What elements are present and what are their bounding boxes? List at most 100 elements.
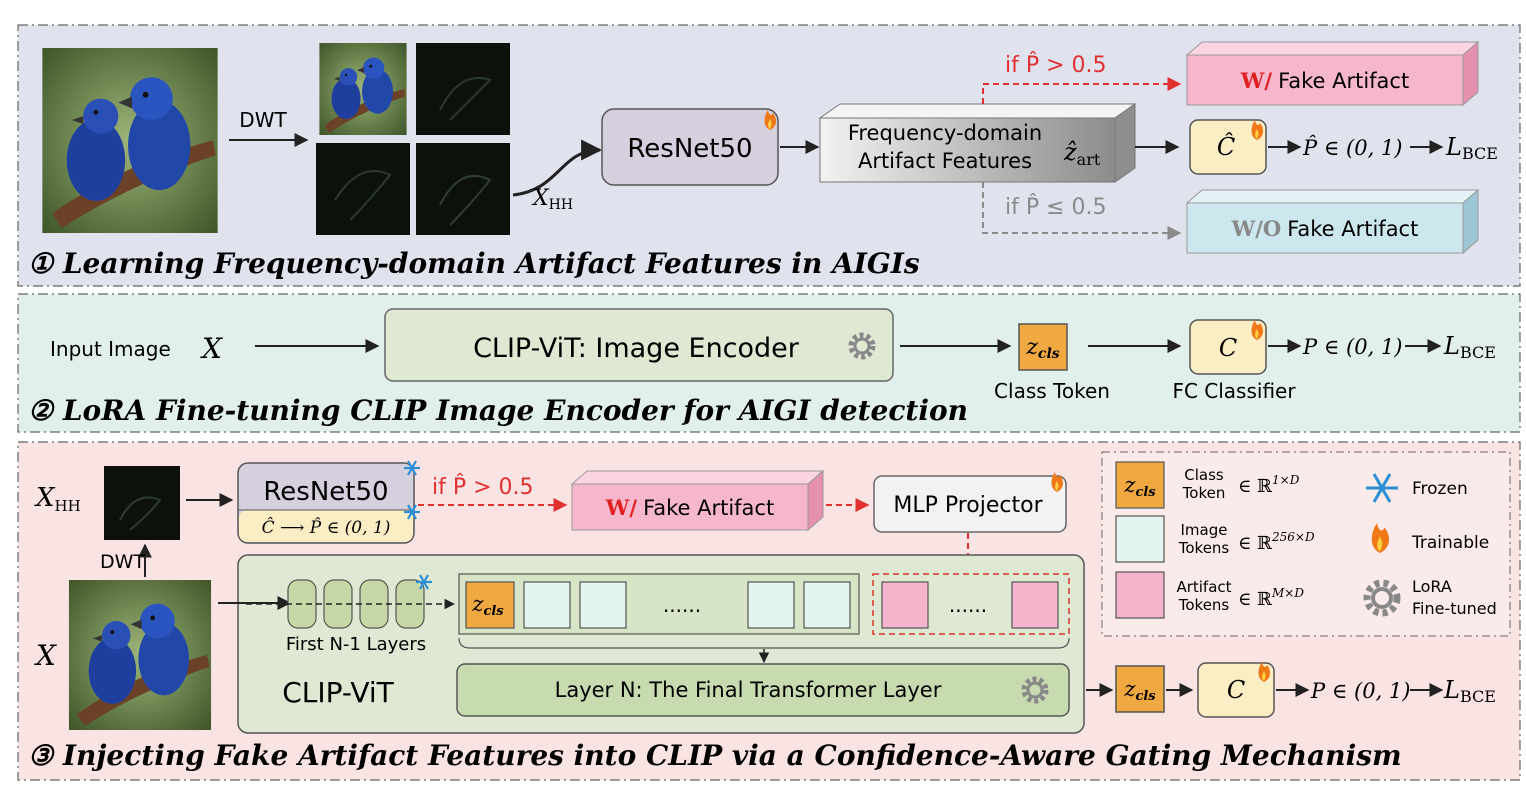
legend-lora-line1: LoRA <box>1412 577 1452 596</box>
image-token-box <box>579 581 627 629</box>
snowflake-icon <box>416 574 432 590</box>
legend-cls-symbol: zcls <box>1123 473 1156 500</box>
resnet50-label: ResNet50 <box>627 134 752 164</box>
bce-loss: LBCE <box>1445 133 1498 163</box>
fire-icon <box>1258 662 1271 682</box>
artifact-token-ellipsis: ...... <box>949 593 987 617</box>
snowflake-icon <box>1366 473 1398 503</box>
legend-image-line2: Tokens <box>1178 539 1230 557</box>
cls-token-box <box>465 581 515 629</box>
with-fake-label: W/Fake Artifact <box>1240 68 1409 93</box>
xhh-arrow <box>512 139 603 197</box>
image-token-box <box>523 581 571 629</box>
dwt-label: DWT <box>100 551 145 573</box>
features-line1: Frequency-domain <box>848 121 1042 145</box>
legend-image-swatch <box>1115 515 1165 563</box>
legend-artifact-line2: Tokens <box>1178 596 1230 614</box>
legend-artifact-line1: Artifact <box>1176 578 1231 596</box>
layer-n-label: Layer N: The Final Transformer Layer <box>555 678 942 702</box>
with-fake-artifact-box <box>570 469 825 532</box>
cls-token-symbol: zcls <box>1025 335 1059 362</box>
layer-n-box <box>456 663 1070 717</box>
subband-lh-image <box>416 43 510 135</box>
fire-icon <box>1371 523 1390 553</box>
low-confidence-arrow <box>982 182 1182 240</box>
subband-hl-image <box>316 143 410 235</box>
fire-icon <box>1251 320 1264 340</box>
resnet50-box <box>601 108 779 186</box>
fire-icon <box>1251 120 1264 140</box>
image-token-box <box>747 581 795 629</box>
cls-token-box <box>1018 323 1068 371</box>
subband-hh-image <box>416 143 510 235</box>
classifier-c: C <box>1227 676 1245 704</box>
bce-loss: LBCE <box>1443 676 1496 706</box>
snowflake-icon <box>404 504 420 520</box>
high-confidence-arrow <box>982 77 1182 104</box>
legend-image-dim: ∈ ℝ256×D <box>1238 530 1315 554</box>
input-bird-image <box>69 580 211 730</box>
gear-icon <box>1021 676 1049 704</box>
features-line2: Artifact Features <box>858 149 1032 173</box>
classifier-c: C <box>1219 334 1237 362</box>
cls-output-symbol: zcls <box>1123 677 1156 704</box>
xhh-label: XHH <box>34 483 81 515</box>
x-input-var: X <box>34 639 57 672</box>
clip-encoder-box <box>384 308 894 382</box>
panel-1-title: ① Learning Frequency-domain Artifact Fea… <box>28 247 920 280</box>
clip-encoder-label: CLIP-ViT: Image Encoder <box>473 333 800 364</box>
with-fake-artifact-box <box>1185 40 1480 107</box>
input-bird-image <box>42 48 217 233</box>
fire-icon <box>1051 472 1064 492</box>
resnet50-sub-label: Ĉ ⟶ P̂ ∈ (0, 1) <box>262 517 391 538</box>
panel-2-title: ② LoRA Fine-tuning CLIP Image Encoder fo… <box>28 394 968 427</box>
legend-artifact-swatch <box>1115 571 1165 619</box>
if-high-label: if P̂ > 0.5 <box>432 474 534 500</box>
xhh-label: XHH <box>531 186 573 213</box>
legend-artifact-dim: ∈ ℝM×D <box>1238 586 1304 610</box>
legend-trainable-label: Trainable <box>1411 533 1489 553</box>
without-fake-artifact-box <box>1185 188 1480 255</box>
if-low-label: if P̂ ≤ 0.5 <box>1005 194 1107 220</box>
mlp-projector-box <box>873 475 1067 533</box>
p-output: P ∈ (0, 1) <box>1310 679 1410 703</box>
mlp-projector-label: MLP Projector <box>893 493 1043 518</box>
fire-icon <box>764 110 777 130</box>
subband-ll-image <box>319 43 406 135</box>
z-art-symbol: ẑart <box>1063 138 1101 169</box>
legend-frozen-label: Frozen <box>1412 479 1468 499</box>
panel-3-title: ③ Injecting Fake Artifact Features into … <box>28 739 1402 772</box>
input-x-var: X <box>200 332 223 365</box>
artifact-tokens-group <box>872 573 1070 635</box>
class-token-label: Class Token <box>994 379 1110 403</box>
if-high-label: if P̂ > 0.5 <box>1005 52 1107 78</box>
dwt-label: DWT <box>239 108 287 132</box>
token-brace <box>458 637 1070 649</box>
first-layers-label: First N-1 Layers <box>286 634 426 655</box>
with-fake-label: W/Fake Artifact <box>605 495 774 520</box>
legend-cls-swatch <box>1115 461 1165 509</box>
fc-classifier-label: FC Classifier <box>1172 379 1296 403</box>
snowflake-icon <box>404 460 420 476</box>
classifier-c-hat: Ĉ <box>1217 132 1235 161</box>
input-image-label: Input Image <box>50 337 171 361</box>
classifier-box <box>1197 662 1275 718</box>
gear-icon <box>1363 579 1401 617</box>
cls-output-token-box <box>1115 665 1165 713</box>
image-token-box <box>803 581 851 629</box>
legend-class-line2: Token <box>1182 484 1226 502</box>
gear-icon <box>848 332 876 360</box>
token-sequence-box <box>458 573 860 635</box>
image-token-ellipsis: ...... <box>663 593 701 617</box>
artifact-token-box <box>1011 581 1059 629</box>
cls-token-symbol: zcls <box>471 592 504 619</box>
p-output: P ∈ (0, 1) <box>1302 335 1402 359</box>
resnet50-label: ResNet50 <box>263 477 388 507</box>
fc-classifier-box <box>1189 319 1267 375</box>
clip-vit-label: CLIP-ViT <box>282 676 394 709</box>
legend-class-line1: Class <box>1184 466 1224 484</box>
bce-loss: LBCE <box>1443 332 1496 362</box>
legend-lora-line2: Fine-tuned <box>1412 599 1497 618</box>
